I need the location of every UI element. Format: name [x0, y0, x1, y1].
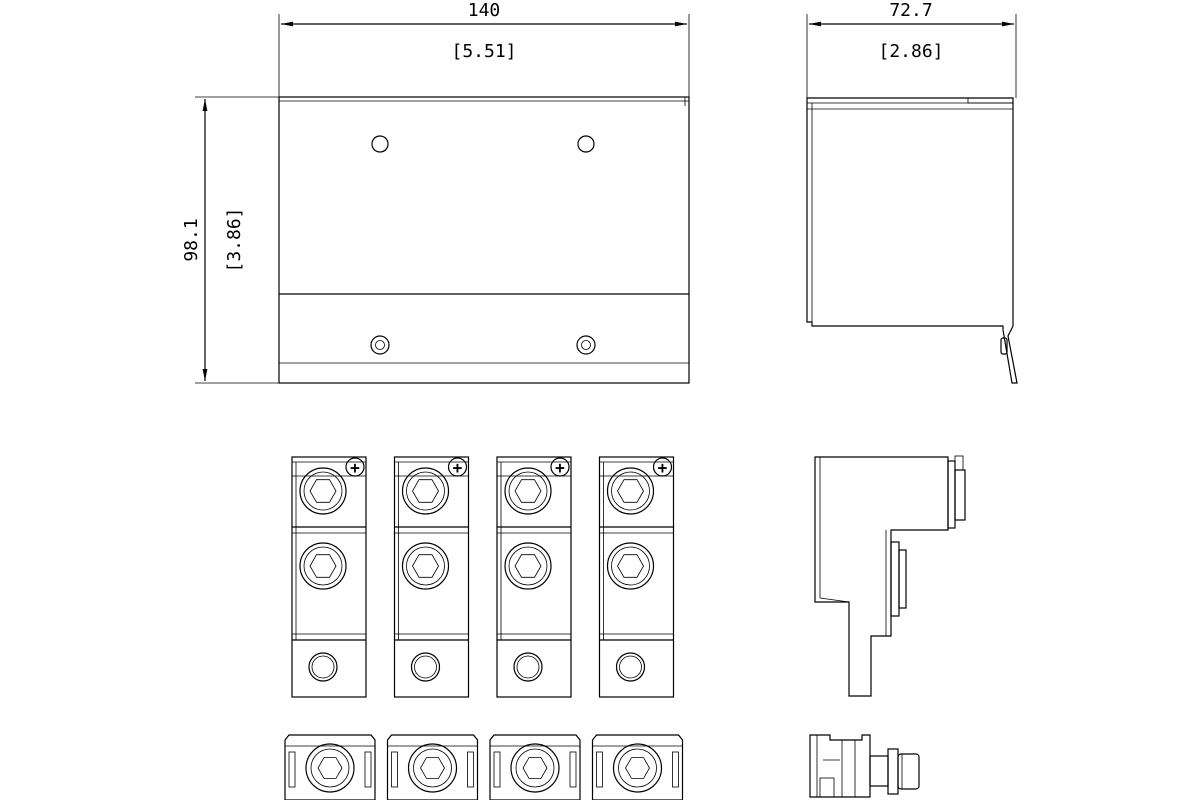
- terminal-bottom-side-profile: [809, 734, 920, 798]
- mount-hole: [577, 135, 595, 153]
- terminal-bottom: [284, 734, 376, 801]
- terminal-bolt-icon: [606, 467, 655, 515]
- plus-icon: +: [345, 457, 365, 477]
- terminal-bolt-icon: [407, 743, 458, 793]
- terminal-row: + + + +: [291, 456, 675, 698]
- terminal-bottom: [386, 734, 479, 801]
- terminal-bolt-icon: [504, 542, 552, 590]
- terminal: +: [393, 456, 470, 698]
- side-depth-in-label: [2.86]: [878, 41, 943, 62]
- front-cover-outline: [278, 96, 690, 384]
- terminal-hole: [308, 652, 338, 682]
- terminal-side-profile: [814, 455, 966, 697]
- terminal-bottom: [489, 734, 581, 801]
- terminal-bolt-icon: [612, 743, 663, 793]
- front-height-mm-label: 98.1: [181, 218, 202, 261]
- side-view: 72.7 [2.86]: [806, 0, 1018, 384]
- front-height-in-label: [3.86]: [224, 207, 245, 272]
- front-width-mm-label: 140: [468, 0, 501, 21]
- terminal-bolt-icon: [510, 743, 560, 793]
- svg-text:+: +: [555, 458, 565, 477]
- front-width-in-label: [5.51]: [451, 41, 516, 62]
- screw-icon: [576, 335, 596, 355]
- terminal: +: [598, 456, 675, 698]
- terminal-bolt-icon: [606, 542, 655, 590]
- terminal: +: [291, 456, 367, 698]
- svg-text:+: +: [453, 458, 463, 477]
- terminal: +: [496, 456, 572, 698]
- svg-text:+: +: [658, 458, 668, 477]
- terminal-bolt-icon: [299, 542, 347, 590]
- terminal-bottom-row: [284, 734, 684, 801]
- terminal-bottom: [591, 734, 684, 801]
- mount-hole: [371, 135, 389, 153]
- terminal-bolt-icon: [401, 542, 450, 590]
- plus-icon: +: [652, 457, 673, 477]
- front-view: 140 [5.51] 98.1 [3.86]: [181, 0, 690, 384]
- screw-icon: [370, 335, 390, 355]
- side-depth-mm-label: 72.7: [889, 0, 932, 21]
- terminal-bolt-icon: [504, 467, 552, 515]
- terminal-bolt-icon: [299, 467, 347, 515]
- terminal-bolt-icon: [401, 467, 450, 515]
- terminal-hole: [615, 652, 646, 682]
- svg-text:+: +: [350, 458, 360, 477]
- plus-icon: +: [550, 457, 570, 477]
- terminal-bolt-icon: [305, 743, 355, 793]
- terminal-hole: [513, 652, 543, 682]
- plus-icon: +: [447, 457, 468, 477]
- side-cover-outline: [806, 97, 1018, 384]
- terminal-hole: [410, 652, 441, 682]
